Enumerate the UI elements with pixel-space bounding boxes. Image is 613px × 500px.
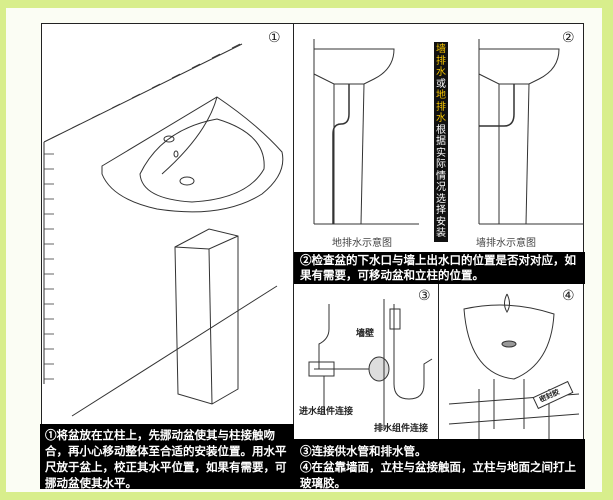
step1-caption: ①将盆放在立柱上，先挪动盆使其与柱接触吻合，再小心移动整体至合适的安装位置。用水… (40, 424, 294, 490)
note-char: 地 (436, 90, 446, 101)
pipe-connections-drawing (308, 299, 433, 429)
note-char: 选 (436, 193, 446, 205)
step3-panel: ③ 墙壁 进水组件连接 排水组件连接 (294, 284, 439, 439)
note-char: 情 (436, 170, 446, 182)
basin-on-pedestal-drawing (43, 43, 284, 417)
instruction-frame: ① ①将盆放在立柱上，先挪动盆使其与柱接触吻合，再小心移动整体至合适的安装位置。… (40, 23, 585, 490)
step1-panel: ① (42, 24, 294, 424)
step4-caption: ④在盆靠墙面，立柱与盆接触面，立柱与地面之间打上玻璃胶。 (300, 460, 576, 490)
steps-3-4-caption: ③连接供水管和排水管。 ④在盆靠墙面，立柱与盆接触面，立柱与地面之间打上玻璃胶。 (294, 439, 585, 490)
step3-caption: ③连接供水管和排水管。 (300, 444, 427, 458)
step4-number: ④ (562, 288, 575, 304)
note-char: 根 (436, 124, 446, 136)
note-char: 排 (436, 55, 446, 67)
note-char: 际 (436, 159, 446, 170)
wall-label: 墙壁 (356, 329, 375, 339)
note-char: 水 (436, 113, 446, 124)
step2-number: ② (562, 30, 575, 46)
drainage-diagrams (313, 39, 584, 225)
sealant-application-drawing (448, 293, 580, 439)
inlet-connection-label: 进水组件连接 (299, 407, 354, 417)
floor-drain-label: 地排水示意图 (332, 238, 392, 249)
step1-number: ① (268, 30, 281, 46)
step2-panel: 墙排水或地排水根据实际情况选择安装 ② 地排水示意图 墙排水示意图 (294, 24, 585, 252)
note-char: 择 (436, 205, 446, 216)
instruction-sheet: ① ①将盆放在立柱上，先挪动盆使其与柱接触吻合，再小心移动整体至合适的安装位置。… (6, 8, 602, 492)
drainage-choice-note: 墙排水或地排水根据实际情况选择安装 (434, 42, 448, 242)
step4-panel: ④ 密封胶 (439, 284, 585, 439)
note-char: 墙 (436, 44, 446, 55)
wall-drain-label: 墙排水示意图 (476, 238, 536, 249)
note-char: 实 (436, 147, 446, 159)
note-char: 或 (436, 78, 446, 90)
note-char: 水 (436, 67, 446, 78)
note-char: 安 (436, 216, 446, 228)
note-char: 况 (436, 182, 446, 193)
step3-number: ③ (418, 288, 431, 304)
note-char: 据 (436, 136, 446, 147)
note-char: 装 (436, 228, 446, 239)
note-char: 排 (436, 101, 446, 113)
step2-caption: ②检查盆的下水口与墙上出水口的位置是否对对应，如果有需要，可移动盆和立柱的位置。 (294, 252, 585, 284)
drain-connection-label: 排水组件连接 (374, 424, 429, 434)
